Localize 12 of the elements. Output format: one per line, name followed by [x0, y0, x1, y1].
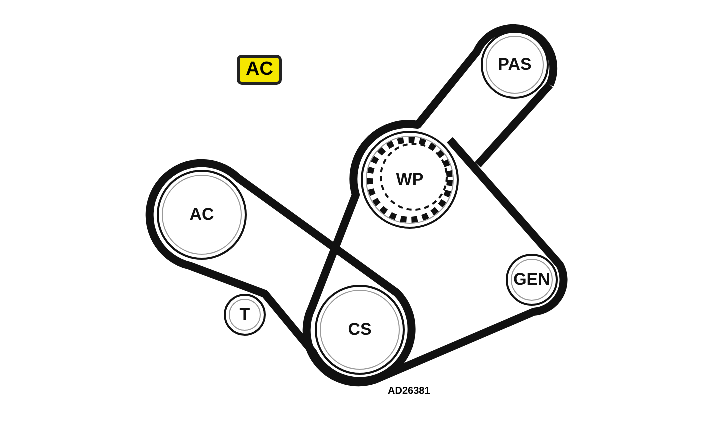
pulley-label: T — [240, 305, 250, 325]
pulley — [157, 170, 247, 260]
pulley-label: WP — [396, 170, 424, 190]
pulley-label: AC — [190, 205, 214, 225]
tag: AC — [237, 55, 282, 85]
pulley-label: CS — [348, 320, 372, 340]
pulley-label: GEN — [514, 270, 550, 290]
pulley-label: PAS — [498, 55, 532, 75]
pulley — [361, 131, 459, 229]
pulley — [224, 294, 266, 336]
pulley — [506, 254, 558, 306]
drawing-number: AD26381 — [388, 386, 430, 397]
